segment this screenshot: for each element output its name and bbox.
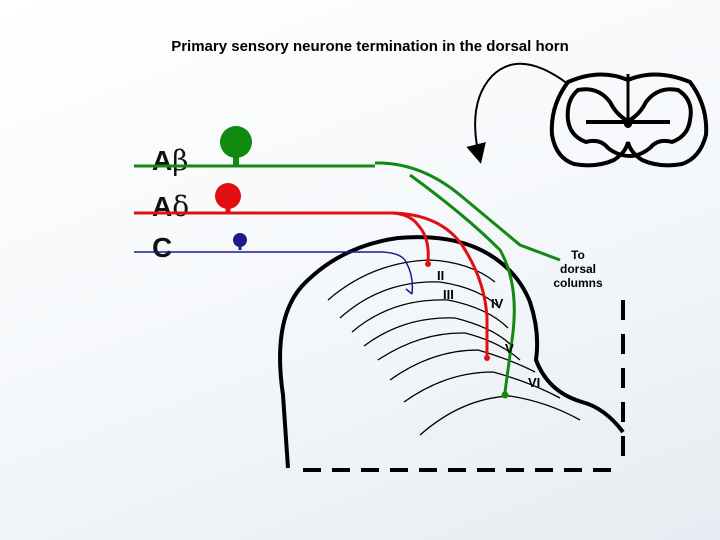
dorsal-horn-outline xyxy=(278,235,625,469)
lamina-label-vi: VI xyxy=(528,375,541,390)
curved-arrow-icon xyxy=(466,62,569,164)
slide-title: Primary sensory neurone termination in t… xyxy=(171,38,569,55)
lamina-label-ii: II xyxy=(437,268,445,283)
a-delta-fiber xyxy=(134,183,490,361)
fiber-label-c: C xyxy=(152,232,173,263)
a-beta-fiber xyxy=(134,126,561,399)
dorsal-horn-border-dashed xyxy=(303,300,625,472)
lamina-label-iv: IV xyxy=(491,296,504,311)
fiber-label-a-beta: Aβ xyxy=(152,144,189,177)
dorsal-columns-label: To dorsal columns xyxy=(553,248,603,290)
lamina-label-v: V xyxy=(505,341,514,356)
spinal-cord-cross-section-icon xyxy=(549,72,709,168)
lamina-label-iii: III xyxy=(443,287,454,302)
c-fiber xyxy=(134,233,414,295)
